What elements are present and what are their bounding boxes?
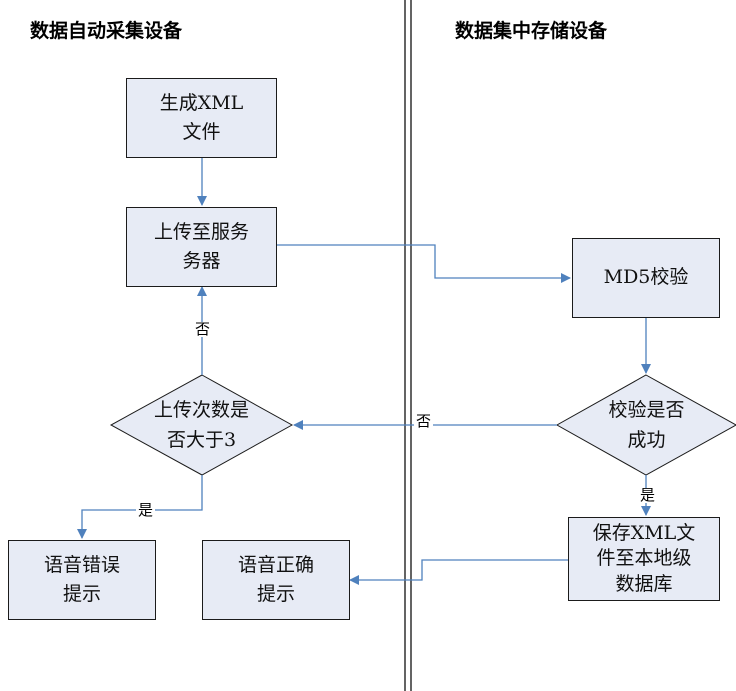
edge-label-retry-no: 否: [193, 320, 213, 338]
node-upload-count-check: 上传次数是 否大于3: [111, 375, 292, 475]
node-upload-to-server: 上传至服务 务器: [126, 207, 277, 287]
node-voice-error-label: 语音错误 提示: [43, 553, 120, 605]
edge-label-count-yes: 是: [136, 501, 156, 519]
node-generate-xml: 生成XML 文件: [126, 78, 277, 158]
node-md5-check-label: MD5校验: [603, 266, 689, 289]
node-upload-to-server-label: 上传至服务 务器: [153, 220, 249, 272]
edge-label-check-yes: 是: [638, 486, 658, 504]
node-save-xml-db: 保存XML文 件至本地级 数据库: [568, 517, 720, 601]
node-check-success: 校验是否 成功: [557, 375, 736, 475]
node-generate-xml-label: 生成XML 文件: [159, 91, 244, 143]
node-voice-ok: 语音正确 提示: [202, 540, 350, 620]
node-upload-count-check-label: 上传次数是 否大于3: [153, 398, 249, 451]
edge-upload-to-md5: [277, 244, 571, 283]
node-save-xml-db-label: 保存XML文 件至本地级 数据库: [592, 522, 696, 595]
node-md5-check: MD5校验: [572, 238, 720, 318]
node-voice-error: 语音错误 提示: [8, 540, 156, 620]
node-voice-ok-label: 语音正确 提示: [237, 553, 314, 605]
edge-save-to-voiceok: [349, 559, 568, 585]
edge-label-check-no: 否: [414, 412, 434, 430]
node-check-success-label: 校验是否 成功: [608, 398, 685, 451]
lane-title-collection-device: 数据自动采集设备: [30, 20, 183, 42]
lane-title-storage-device: 数据集中存储设备: [455, 20, 608, 42]
